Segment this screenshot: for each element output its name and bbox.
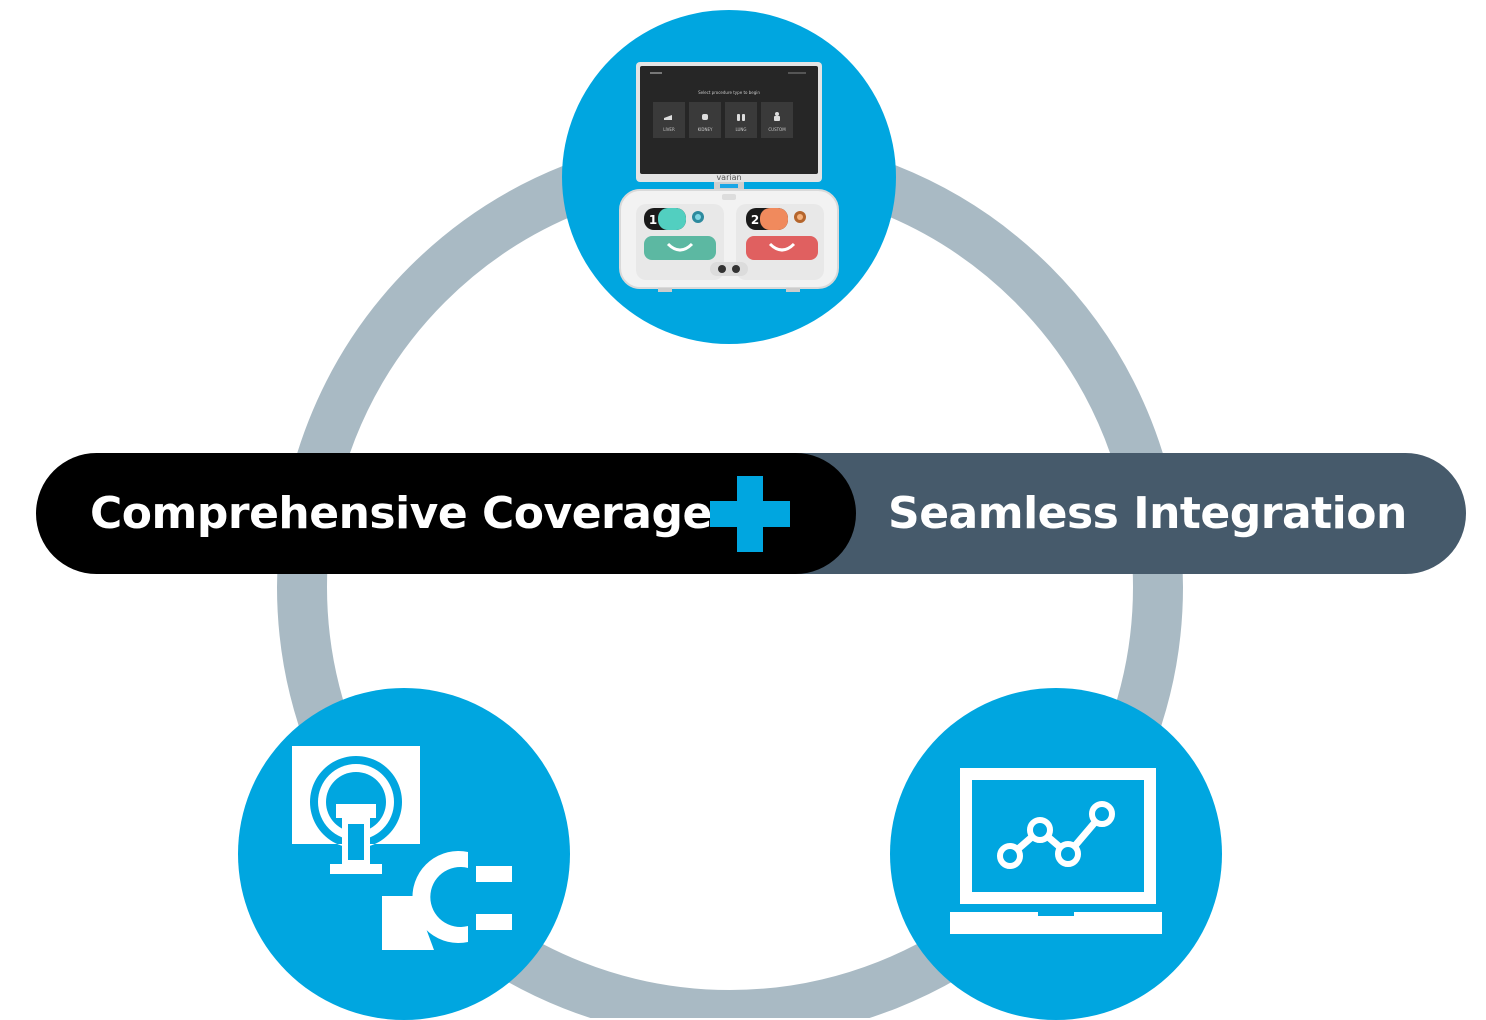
imaging-node (238, 688, 570, 1020)
port-one: 1 (649, 213, 657, 227)
comprehensive-coverage-label: Comprehensive Coverage (90, 488, 712, 539)
tile-lung: LUNG (735, 127, 746, 132)
analytics-node (890, 688, 1222, 1020)
screen-prompt: Select procedure type to begin (698, 90, 760, 95)
laptop-analytics-icon (950, 768, 1162, 934)
plus-icon (710, 476, 790, 552)
imaging-scanner-icon (292, 746, 512, 950)
tile-kidney: KIDNEY (698, 127, 713, 132)
seamless-integration-label: Seamless Integration (888, 488, 1407, 539)
tile-liver: LIVER (663, 127, 675, 132)
device-brand: varian (716, 173, 741, 182)
seamless-integration-pill: Seamless Integration (760, 453, 1466, 574)
tile-custom: CUSTOM (768, 127, 786, 132)
device-node: Select procedure type to begin LIVER KID… (562, 10, 896, 344)
ablation-device-icon: Select procedure type to begin LIVER KID… (619, 62, 839, 292)
port-two: 2 (751, 213, 759, 227)
